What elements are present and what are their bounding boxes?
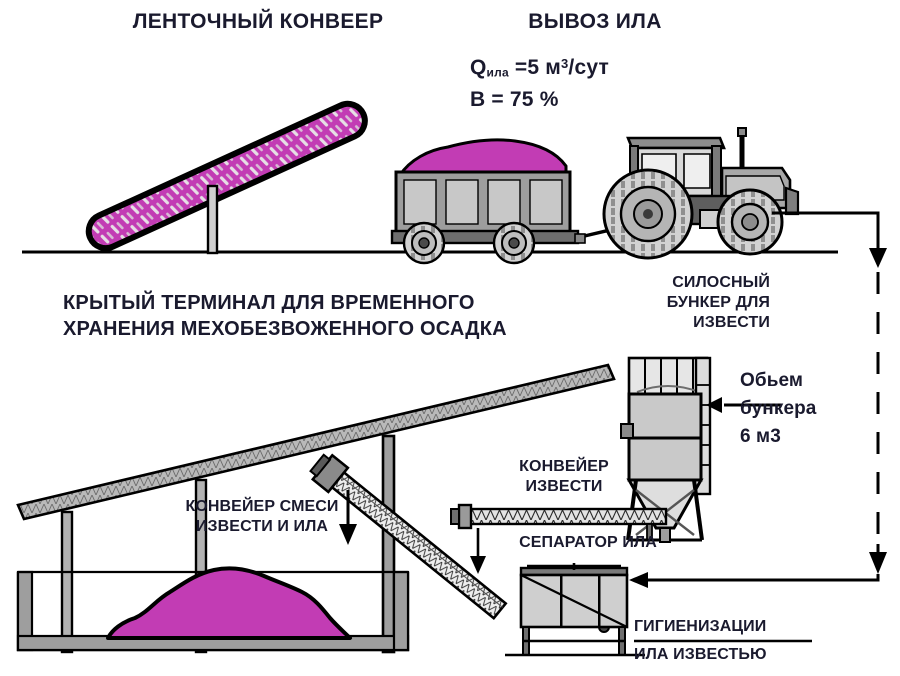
lime-silo-graphic — [620, 356, 712, 543]
title-sludge-removal: ВЫВОЗ ИЛА — [528, 10, 662, 33]
title-belt-conveyor: ЛЕНТОЧНЫЙ КОНВЕЕР — [132, 10, 384, 33]
formula-q-subscript: ила — [486, 65, 509, 80]
title-terminal-line2: ХРАНЕНИЯ МЕХОБЕЗВОЖЕННОГО ОСАДКА — [63, 318, 507, 340]
formula-q-value: =5 м — [508, 56, 561, 79]
trailer-graphic — [390, 138, 618, 265]
lime-conveyor-graphic — [450, 503, 668, 542]
label-mix-conveyor-line1: КОНВЕЙЕР СМЕСИ — [185, 498, 339, 515]
label-silo-line3: ИЗВЕСТИ — [693, 314, 770, 331]
formula-moisture: В = 75 % — [470, 88, 559, 111]
terminal-structure — [16, 363, 616, 654]
label-mix-conveyor-line2: ИЗВЕСТИ И ИЛА — [195, 518, 329, 535]
label-lime-conveyor-line2: ИЗВЕСТИ — [525, 478, 603, 495]
sludge-storage-pit — [16, 566, 410, 652]
belt-conveyor-graphic — [85, 100, 368, 255]
formula-q-unit: /сут — [568, 56, 609, 79]
title-terminal-line1: КРЫТЫЙ ТЕРМИНАЛ ДЛЯ ВРЕМЕННОГО — [63, 292, 475, 314]
label-silo-line1: СИЛОСНЫЙ — [672, 274, 770, 291]
label-volume-line3: 6 м3 — [740, 426, 781, 447]
label-hygienization-line1: ГИГИЕНИЗАЦИИ — [634, 618, 767, 635]
tractor-graphic — [602, 127, 800, 260]
label-lime-conveyor-line1: КОНВЕЙЕР — [519, 458, 609, 475]
label-volume-line1: Обьем — [740, 370, 804, 391]
formula-q-symbol: Q — [470, 56, 487, 79]
mix-conveyor-arrow — [339, 490, 357, 545]
formula-q-exponent: 3 — [560, 56, 569, 72]
label-volume-line2: бункера — [740, 398, 817, 419]
label-hygienization-line2: ИЛА ИЗВЕСТЬЮ — [634, 646, 767, 663]
sludge-separator-graphic — [505, 563, 645, 657]
label-silo-line2: БУНКЕР ДЛЯ — [666, 294, 770, 311]
label-sludge-separator: СЕПАРАТОР ИЛА — [519, 534, 657, 551]
process-flow-line — [629, 211, 887, 588]
formula-sludge-flow: Qила =5 м3/сут — [470, 56, 609, 80]
separator-leader-arrow — [470, 548, 486, 574]
bunker-volume-arrow — [706, 397, 782, 413]
